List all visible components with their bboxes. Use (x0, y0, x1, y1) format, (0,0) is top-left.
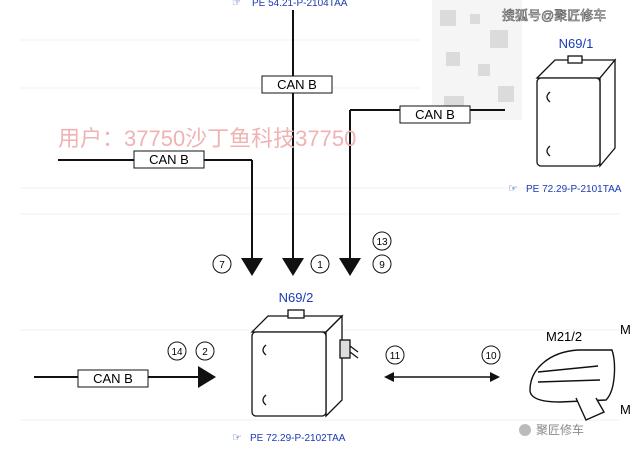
side-mirror-icon (529, 349, 616, 421)
can-b-label-left: CAN B (149, 152, 189, 167)
mirror-partial-label-2: M (620, 402, 631, 417)
svg-text:2: 2 (202, 347, 208, 358)
module-right-reference: PE 72.29-P-2101TAA (526, 184, 622, 195)
module-main-reference: PE 72.29-P-2102TAA (250, 433, 346, 444)
can-b-box-center (261, 75, 333, 94)
module-main-reference-icon: ☞ (232, 432, 242, 444)
callout-1: 1 (310, 254, 330, 274)
can-b-box-bottom (77, 369, 149, 388)
svg-text:11: 11 (390, 351, 401, 362)
svg-text:13: 13 (376, 237, 388, 248)
watermark-bottom-right: 聚匠修车 (536, 422, 584, 437)
can-b-label-right: CAN B (415, 107, 455, 122)
callout-14: 14 (167, 341, 187, 361)
wire-center (282, 10, 304, 276)
callout-10: 10 (481, 345, 501, 365)
svg-text:14: 14 (171, 347, 183, 358)
watermark-top-right: 搜狐号@聚匠修车 (502, 8, 606, 23)
mirror-partial-label-1: M (620, 322, 631, 337)
module-right-reference-icon: ☞ (508, 183, 518, 195)
watermark-logo-icon (519, 424, 531, 436)
svg-text:7: 7 (219, 260, 225, 271)
top-reference: PE 54.21-P-2104TAA (252, 0, 348, 9)
callout-11: 11 (385, 345, 405, 365)
callout-13: 13 (372, 231, 392, 251)
door-control-module-main (250, 309, 359, 418)
can-b-box-right (399, 105, 471, 124)
can-b-label-center: CAN B (277, 77, 317, 92)
wire-right (339, 109, 505, 276)
callout-2: 2 (195, 341, 215, 361)
qr-code-watermark (432, 0, 522, 120)
watermark-center: 用户：37750沙丁鱼科技37750 (58, 126, 356, 151)
door-control-module-right (535, 55, 617, 168)
svg-text:1: 1 (317, 260, 323, 271)
top-reference-icon: ☞ (232, 0, 241, 9)
wire-left (58, 159, 263, 276)
svg-text:9: 9 (379, 260, 385, 271)
svg-text:10: 10 (485, 351, 497, 362)
callout-7: 7 (212, 254, 232, 274)
module-right-name: N69/1 (559, 36, 594, 51)
module-main-name: N69/2 (279, 290, 314, 305)
can-b-box-left (133, 150, 205, 169)
can-b-label-bottom: CAN B (93, 371, 133, 386)
callout-9: 9 (372, 254, 392, 274)
mirror-name: M21/2 (546, 329, 582, 344)
